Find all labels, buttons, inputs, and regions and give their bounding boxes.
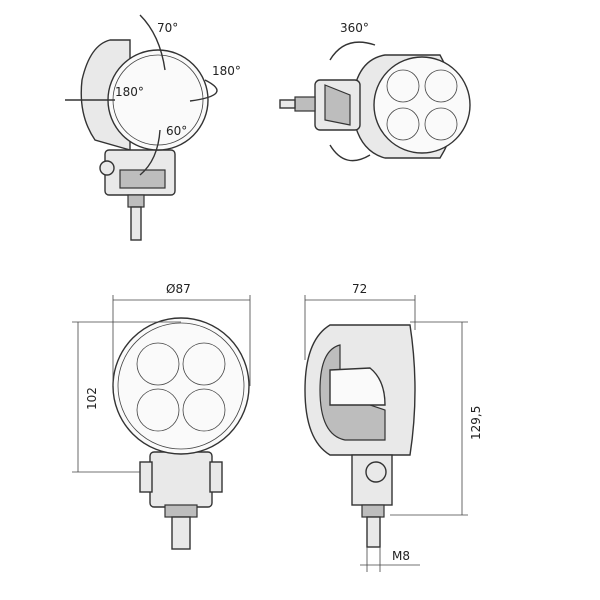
rotation-label: 360° xyxy=(340,21,369,35)
front-view: Ø87 102 xyxy=(72,282,251,550)
diameter-label: Ø87 xyxy=(166,282,191,296)
side-view: 72 129,5 M8 xyxy=(304,282,483,572)
perspective-view: 70° 180° 180° 60° xyxy=(65,14,241,241)
angle-rotate-left-label: 180° xyxy=(115,85,144,99)
rear-view: 360° xyxy=(279,21,471,162)
depth-label: 72 xyxy=(352,282,367,296)
angle-tilt-up-label: 70° xyxy=(157,21,178,35)
thread-label: M8 xyxy=(392,549,410,563)
angle-rotate-right-label: 180° xyxy=(212,64,241,78)
angle-tilt-down-label: 60° xyxy=(166,124,187,138)
total-height-label: 129,5 xyxy=(469,406,483,440)
height-label: 102 xyxy=(85,387,99,410)
